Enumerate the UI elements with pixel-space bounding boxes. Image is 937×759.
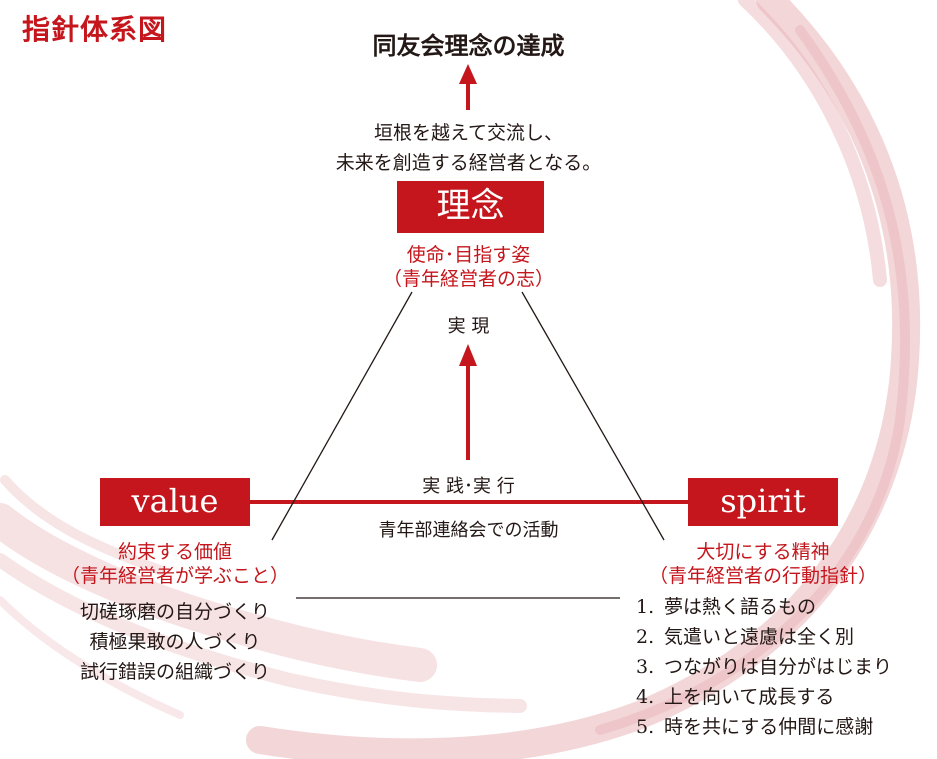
list-item: 2. 気遣いと遠慮は全く別 <box>636 622 892 652</box>
list-item-number: 1. <box>636 596 655 618</box>
triangle-right-line <box>521 291 665 541</box>
list-item-text: 気遣いと遠慮は全く別 <box>664 626 855 648</box>
list-item-text: 夢は熱く語るもの <box>664 596 817 618</box>
list-item-number: 4. <box>636 686 655 708</box>
practice-label: 実 践･実 行 <box>422 476 515 497</box>
realize-label: 実 現 <box>447 316 490 337</box>
spirit-sub-1: 大切にする精神 <box>696 541 830 563</box>
philosophy-sub-1: 使命･目指す姿 <box>406 244 531 266</box>
spirit-box: spirit <box>688 478 838 526</box>
value-item-2: 積極果敢の人づくり <box>89 631 261 653</box>
list-item-text: 時を共にする仲間に感謝 <box>664 716 874 738</box>
value-item-1: 切磋琢磨の自分づくり <box>79 601 270 623</box>
value-sub-2: （青年経営者が学ぶこと） <box>60 565 289 587</box>
list-item: 5. 時を共にする仲間に感謝 <box>636 712 892 742</box>
philosophy-sub-2: （青年経営者の志） <box>382 268 554 290</box>
list-item: 3. つながりは自分がはじまり <box>636 652 892 682</box>
list-item: 1. 夢は熱く語るもの <box>636 592 892 622</box>
goal-arrow-head <box>459 64 477 84</box>
list-item: 4. 上を向いて成長する <box>636 682 892 712</box>
spirit-sub-2: （青年経営者の行動指針） <box>648 565 877 587</box>
value-box: value <box>100 478 250 526</box>
list-item-text: つながりは自分がはじまり <box>664 656 893 678</box>
list-item-number: 5. <box>636 716 655 738</box>
list-item-text: 上を向いて成長する <box>664 686 835 708</box>
list-item-number: 2. <box>636 626 655 648</box>
goal-text: 同友会理念の達成 <box>372 31 565 60</box>
philosophy-box: 理念 <box>397 181 544 233</box>
page-title: 指針体系図 <box>22 13 168 46</box>
realize-arrow-head <box>459 344 477 366</box>
triangle-left-line <box>271 291 413 541</box>
activity-label: 青年部連絡会での活動 <box>378 520 559 541</box>
philosophy-line-1: 垣根を越えて交流し、 <box>373 122 564 144</box>
value-sub-1: 約束する価値 <box>117 541 232 563</box>
value-item-3: 試行錯誤の組織づくり <box>79 661 270 683</box>
list-item-number: 3. <box>636 656 655 678</box>
spirit-guidelines-list: 1. 夢は熱く語るもの 2. 気遣いと遠慮は全く別 3. つながりは自分がはじまり 4… <box>636 592 892 742</box>
philosophy-line-2: 未来を創造する経営者となる。 <box>335 152 602 174</box>
